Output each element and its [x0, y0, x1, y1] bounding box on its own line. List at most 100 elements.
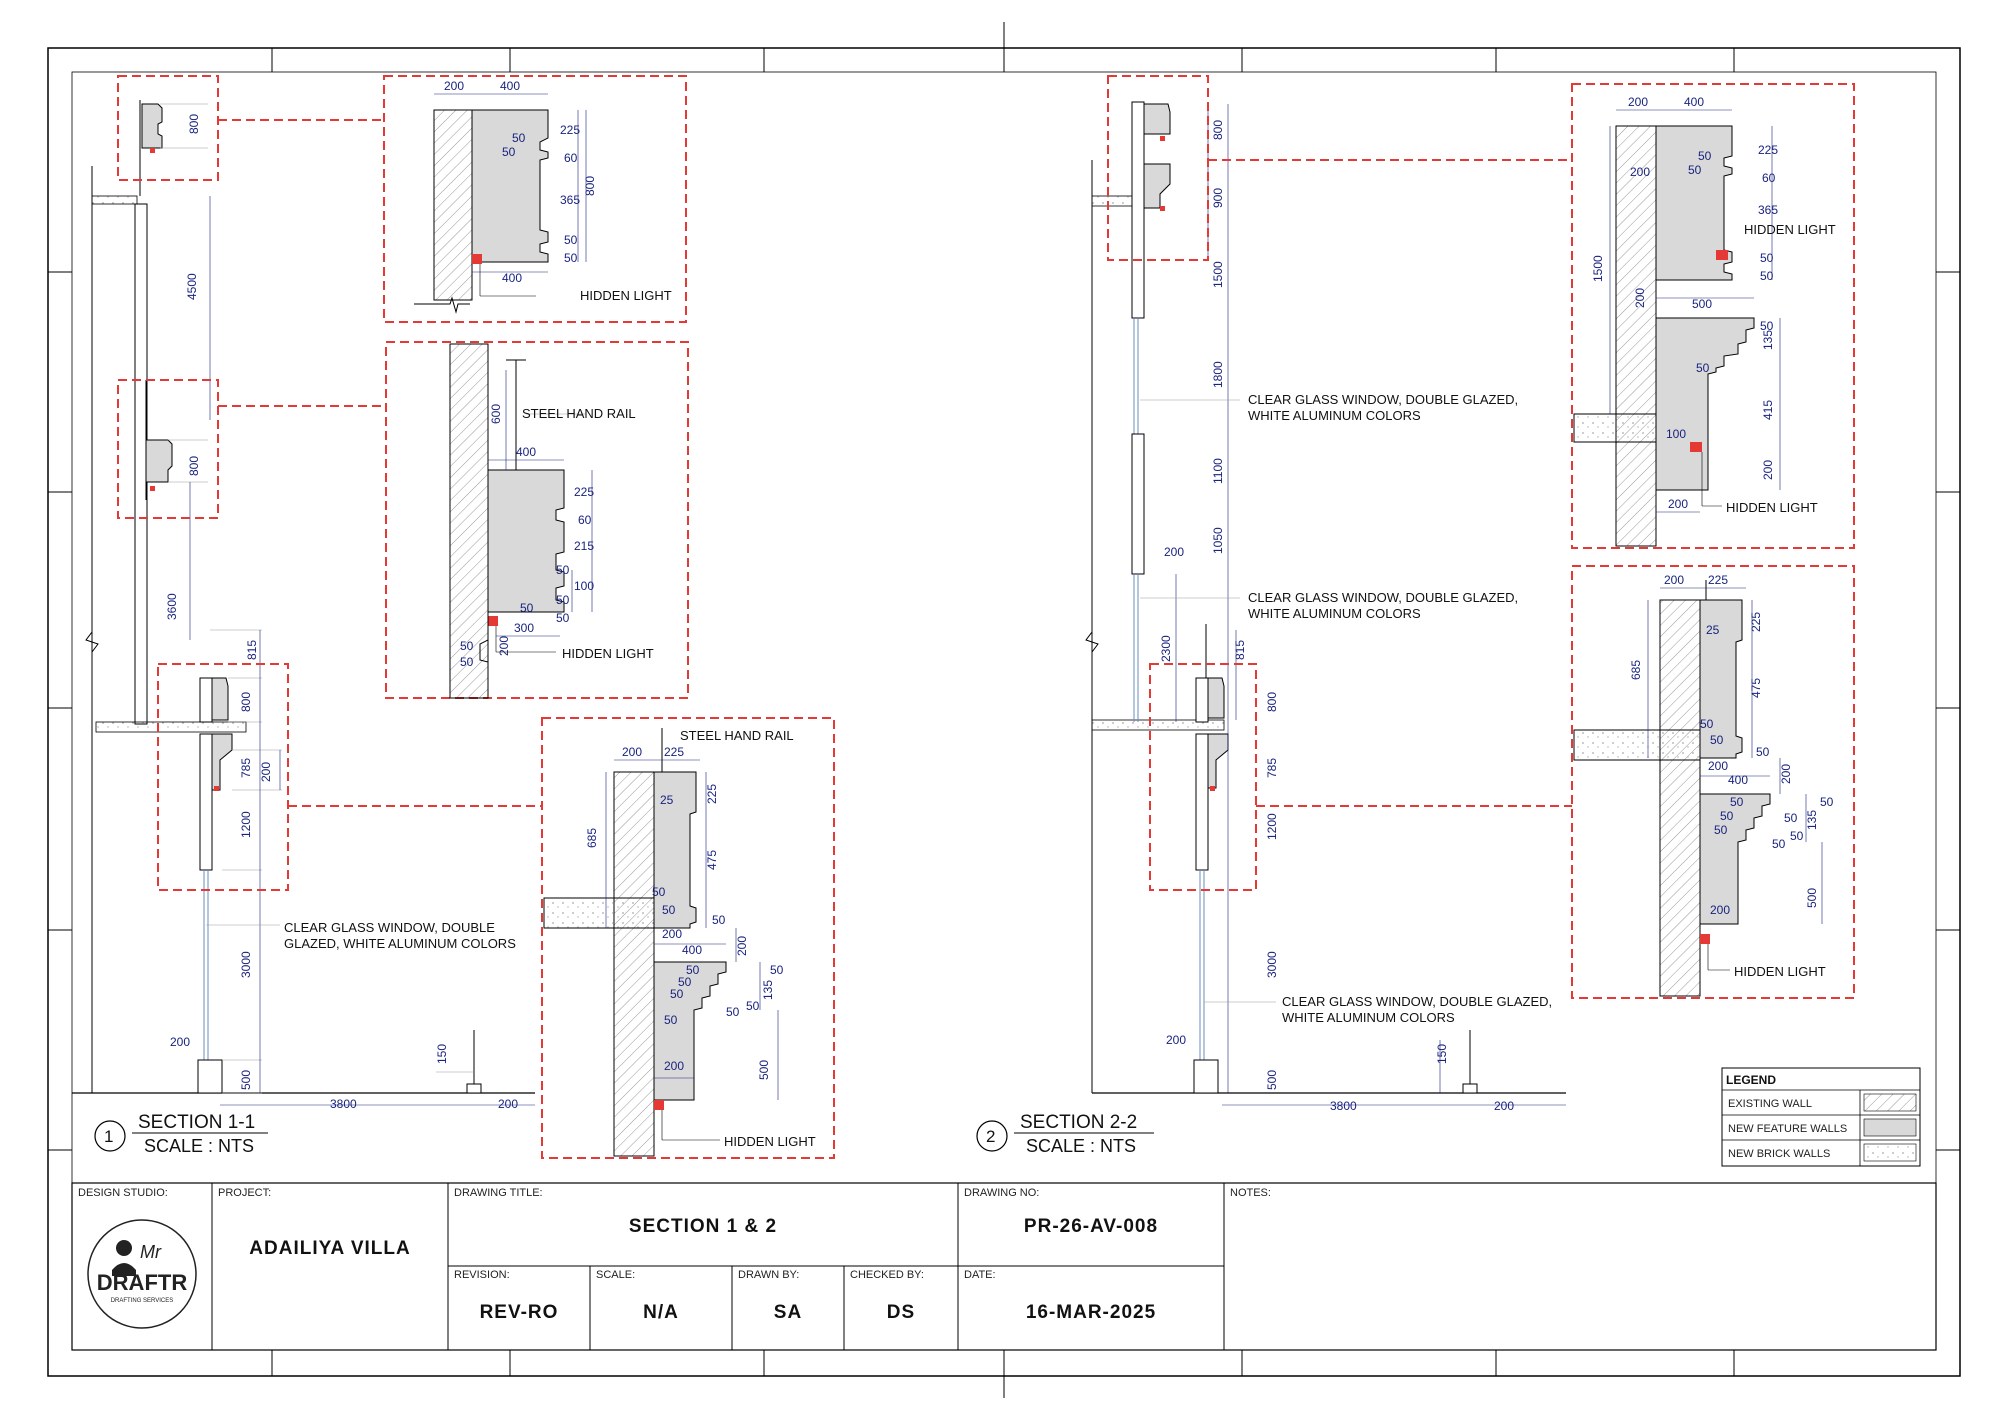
svg-text:475: 475 — [1749, 678, 1763, 698]
svg-text:2: 2 — [986, 1127, 995, 1146]
svg-text:1: 1 — [104, 1127, 113, 1146]
svg-text:100: 100 — [574, 579, 594, 593]
svg-text:400: 400 — [682, 943, 702, 957]
svg-text:3800: 3800 — [1330, 1099, 1357, 1113]
svg-text:HIDDEN LIGHT: HIDDEN LIGHT — [562, 646, 654, 661]
svg-text:200: 200 — [664, 1059, 684, 1073]
svg-text:CHECKED BY:: CHECKED BY: — [850, 1269, 924, 1281]
svg-text:60: 60 — [578, 513, 592, 527]
svg-text:50: 50 — [1760, 319, 1774, 333]
svg-text:100: 100 — [1666, 427, 1686, 441]
svg-text:200: 200 — [1628, 95, 1648, 109]
scale-value: N/A — [643, 1302, 679, 1323]
svg-text:50: 50 — [1760, 251, 1774, 265]
svg-text:50: 50 — [746, 999, 760, 1013]
svg-text:CLEAR GLASS WINDOW, DOUBLE: CLEAR GLASS WINDOW, DOUBLE — [284, 920, 495, 935]
detail-2-bottom: 200 225 25 225 685 475 50 50 200 400 200… — [1571, 565, 1855, 999]
detail-2-top: 200 400 225 50 50 60 200 365 1500 50 50 … — [1571, 83, 1855, 549]
svg-text:225: 225 — [574, 485, 594, 499]
svg-text:800: 800 — [1265, 692, 1279, 712]
svg-text:4500: 4500 — [185, 273, 199, 300]
svg-text:50: 50 — [1688, 163, 1702, 177]
svg-text:225: 225 — [664, 745, 684, 759]
legend-feature-walls: NEW FEATURE WALLS — [1728, 1123, 1847, 1135]
svg-text:685: 685 — [585, 828, 599, 848]
svg-text:DESIGN STUDIO:: DESIGN STUDIO: — [78, 1187, 168, 1199]
svg-text:50: 50 — [1698, 149, 1712, 163]
svg-text:400: 400 — [502, 271, 522, 285]
svg-text:NOTES:: NOTES: — [1230, 1187, 1271, 1199]
section-2-label: 2 SECTION 2-2 SCALE : NTS — [976, 1112, 1154, 1156]
svg-text:150: 150 — [435, 1044, 449, 1064]
section-1-callouts — [117, 75, 542, 891]
grid-ticks — [48, 22, 1960, 1398]
svg-text:1050: 1050 — [1211, 527, 1225, 554]
svg-text:225: 225 — [1749, 612, 1763, 632]
svg-text:50: 50 — [1820, 795, 1834, 809]
svg-text:50: 50 — [1760, 269, 1774, 283]
svg-text:200: 200 — [662, 927, 682, 941]
svg-text:135: 135 — [1761, 330, 1775, 350]
svg-text:50: 50 — [564, 251, 578, 265]
svg-text:200: 200 — [1664, 573, 1684, 587]
section-1-elevation — [72, 100, 535, 1094]
svg-text:3000: 3000 — [1265, 951, 1279, 978]
svg-text:CLEAR GLASS WINDOW, DOUBLE GLA: CLEAR GLASS WINDOW, DOUBLE GLAZED, — [1248, 590, 1518, 605]
svg-text:200: 200 — [497, 636, 511, 656]
svg-text:400: 400 — [1684, 95, 1704, 109]
svg-text:50: 50 — [1730, 795, 1744, 809]
section-2-dimensions: 800 900 1500 1800 1100 1050 200 2300 815… — [1140, 104, 1566, 1113]
svg-text:400: 400 — [500, 79, 520, 93]
svg-text:200: 200 — [170, 1035, 190, 1049]
svg-text:225: 225 — [705, 784, 719, 804]
svg-text:PROJECT:: PROJECT: — [218, 1187, 271, 1199]
svg-text:785: 785 — [239, 758, 253, 778]
svg-text:REVISION:: REVISION: — [454, 1269, 510, 1281]
svg-text:50: 50 — [770, 963, 784, 977]
svg-text:200: 200 — [1633, 288, 1647, 308]
svg-text:50: 50 — [556, 611, 570, 625]
drawing-number: PR-26-AV-008 — [1024, 1216, 1158, 1237]
detail-1-mid: 600 400 225 60 215 50 100 50 50 50 300 2… — [385, 341, 689, 699]
svg-text:200: 200 — [1630, 165, 1650, 179]
svg-text:800: 800 — [1211, 120, 1225, 140]
title-block: DESIGN STUDIO: PROJECT: DRAWING TITLE: D… — [71, 1182, 1937, 1351]
svg-text:DRAFTING SERVICES: DRAFTING SERVICES — [111, 1298, 174, 1304]
svg-text:365: 365 — [1758, 203, 1778, 217]
svg-text:DRAWN BY:: DRAWN BY: — [738, 1269, 799, 1281]
svg-text:800: 800 — [239, 692, 253, 712]
svg-text:400: 400 — [1728, 773, 1748, 787]
svg-text:200: 200 — [1710, 903, 1730, 917]
svg-text:500: 500 — [1265, 1070, 1279, 1090]
svg-text:50: 50 — [512, 131, 526, 145]
svg-text:200: 200 — [1166, 1033, 1186, 1047]
svg-text:CLEAR GLASS WINDOW, DOUBLE GLA: CLEAR GLASS WINDOW, DOUBLE GLAZED, — [1248, 392, 1518, 407]
svg-text:50: 50 — [556, 593, 570, 607]
svg-text:60: 60 — [1762, 171, 1776, 185]
project-name: ADAILIYA VILLA — [249, 1238, 410, 1259]
svg-text:50: 50 — [1700, 717, 1714, 731]
svg-text:200: 200 — [1494, 1099, 1514, 1113]
svg-text:50: 50 — [686, 963, 700, 977]
svg-text:SCALE:: SCALE: — [596, 1269, 635, 1281]
svg-text:50: 50 — [652, 885, 666, 899]
svg-text:50: 50 — [520, 601, 534, 615]
svg-text:785: 785 — [1265, 758, 1279, 778]
svg-text:200: 200 — [259, 762, 273, 782]
detail-1-top: 200 400 225 50 50 60 800 365 50 50 400 H… — [383, 75, 687, 323]
svg-text:800: 800 — [187, 114, 201, 134]
svg-text:WHITE ALUMINUM COLORS: WHITE ALUMINUM COLORS — [1248, 606, 1421, 621]
svg-text:50: 50 — [556, 563, 570, 577]
svg-text:50: 50 — [1756, 745, 1770, 759]
svg-text:GLAZED, WHITE ALUMINUM COLORS: GLAZED, WHITE ALUMINUM COLORS — [284, 936, 516, 951]
svg-text:200: 200 — [1668, 497, 1688, 511]
svg-text:500: 500 — [757, 1060, 771, 1080]
svg-text:500: 500 — [239, 1070, 253, 1090]
svg-text:200: 200 — [735, 936, 749, 956]
svg-text:800: 800 — [583, 176, 597, 196]
svg-text:2300: 2300 — [1159, 635, 1173, 662]
svg-text:900: 900 — [1211, 188, 1225, 208]
svg-text:50: 50 — [670, 987, 684, 1001]
legend-title: LEGEND — [1726, 1073, 1776, 1087]
svg-text:50: 50 — [1714, 823, 1728, 837]
